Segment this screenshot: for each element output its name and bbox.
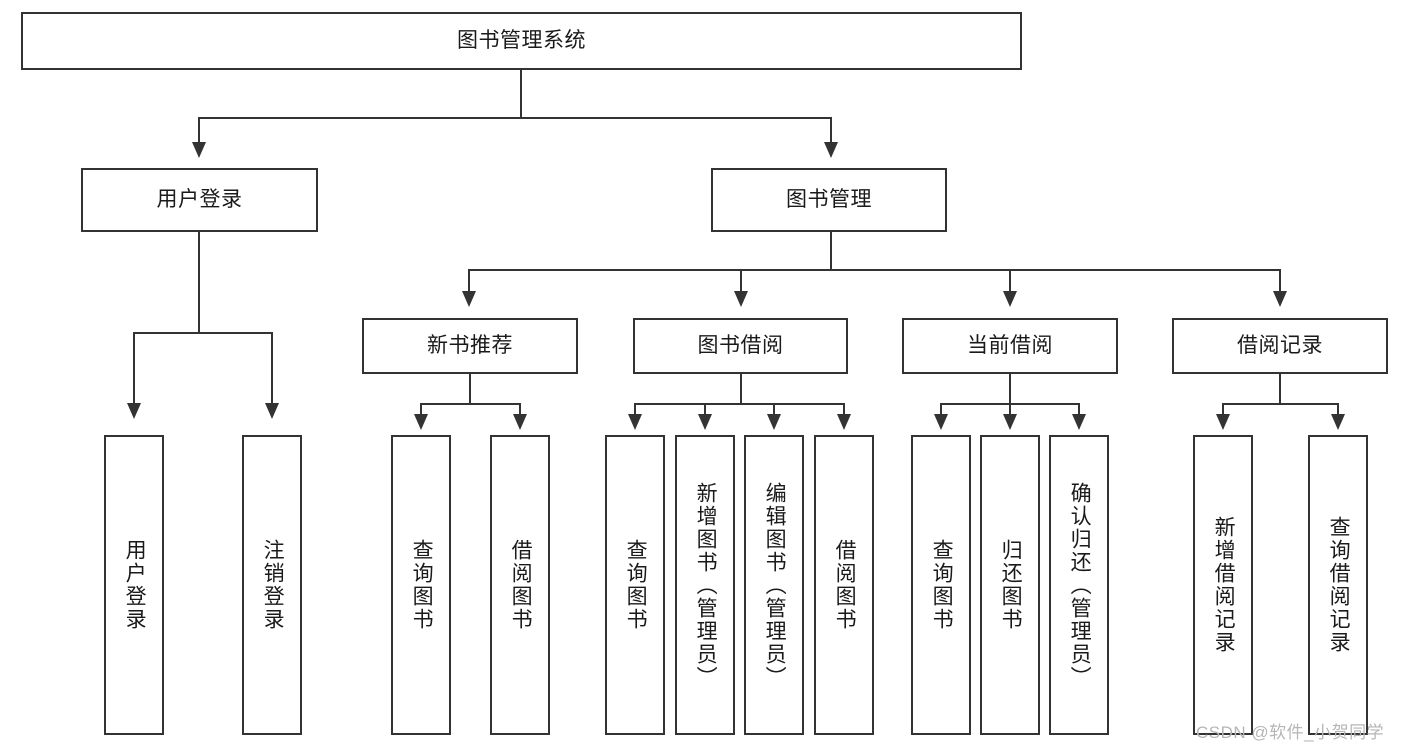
connector-br-leaf-0 (1222, 403, 1224, 416)
arrowhead-to-current-borrow (1003, 291, 1017, 307)
leaf-user-login[interactable]: 用户登录 (104, 435, 164, 735)
leaf-label: 注销登录 (261, 539, 285, 631)
connector-nbr-leaf-0 (420, 403, 422, 416)
connector-to-borrow-record (1279, 269, 1281, 293)
leaf-label: 查询图书 (930, 539, 954, 631)
leaf-label: 借阅图书 (509, 539, 533, 631)
node-root-book-management-system[interactable]: 图书管理系统 (21, 12, 1022, 70)
arrowhead-to-book-borrow (734, 291, 748, 307)
node-label: 借阅记录 (1237, 333, 1323, 357)
node-borrow-record[interactable]: 借阅记录 (1172, 318, 1388, 374)
leaf-borrow-book-nbr[interactable]: 借阅图书 (490, 435, 550, 735)
leaf-borrow-book-bb[interactable]: 借阅图书 (814, 435, 874, 735)
connector-bb-leaf-2 (773, 403, 775, 416)
leaf-query-book-bb[interactable]: 查询图书 (605, 435, 665, 735)
leaf-logout[interactable]: 注销登录 (242, 435, 302, 735)
connector-bb-leaf-0 (634, 403, 636, 416)
leaf-label: 新增借阅记录 (1212, 516, 1236, 654)
arrowhead-cb-leaf-2 (1072, 414, 1086, 430)
connector-to-book-borrow (740, 269, 742, 293)
node-label: 新书推荐 (427, 333, 513, 357)
leaf-label: 查询借阅记录 (1327, 516, 1351, 654)
node-label: 图书管理 (786, 187, 872, 211)
connector-level3-bar (468, 269, 1280, 271)
connector-borrow-record-leaf-bar (1222, 403, 1338, 405)
connector-book-management-stem (830, 232, 832, 271)
leaf-add-borrow-record[interactable]: 新增借阅记录 (1193, 435, 1253, 735)
arrowhead-bb-leaf-0 (628, 414, 642, 430)
arrowhead-to-leaf-logout (265, 403, 279, 419)
arrowhead-bb-leaf-2 (767, 414, 781, 430)
arrowhead-cb-leaf-1 (1003, 414, 1017, 430)
arrowhead-to-leaf-user-login (127, 403, 141, 419)
connector-cb-leaf-0 (940, 403, 942, 416)
leaf-label: 借阅图书 (833, 539, 857, 631)
node-label: 图书管理系统 (457, 28, 586, 52)
node-label: 用户登录 (156, 187, 243, 211)
connector-to-leaf-logout (271, 332, 273, 405)
leaf-label: 编辑图书（管理员） (763, 481, 787, 689)
connector-book-borrow-leaf-bar (634, 403, 845, 405)
connector-to-user-login (198, 117, 200, 144)
leaf-label: 归还图书 (999, 539, 1023, 631)
watermark-text: CSDN @软件_小贺同学 (1196, 723, 1385, 742)
connector-new-book-recommend-stem (469, 374, 471, 405)
connector-root-stem (520, 70, 522, 118)
arrowhead-bb-leaf-3 (837, 414, 851, 430)
arrowhead-bb-leaf-1 (698, 414, 712, 430)
connector-bb-leaf-3 (843, 403, 845, 416)
leaf-add-book-admin[interactable]: 新增图书（管理员） (675, 435, 735, 735)
arrowhead-nbr-leaf-1 (513, 414, 527, 430)
connector-level2-bar (198, 117, 832, 119)
connector-user-login-leaf-bar (133, 332, 273, 334)
arrowhead-to-book-management (824, 142, 838, 158)
arrowhead-to-new-book-recommend (462, 291, 476, 307)
connector-book-borrow-stem (740, 374, 742, 405)
connector-to-current-borrow (1009, 269, 1011, 293)
arrowhead-to-user-login (192, 142, 206, 158)
node-label: 当前借阅 (967, 333, 1053, 357)
connector-current-borrow-stem (1009, 374, 1011, 405)
connector-cb-leaf-2 (1078, 403, 1080, 416)
connector-br-leaf-1 (1337, 403, 1339, 416)
leaf-confirm-return-admin[interactable]: 确认归还（管理员） (1049, 435, 1109, 735)
arrowhead-br-leaf-0 (1216, 414, 1230, 430)
leaf-label: 确认归还（管理员） (1068, 481, 1092, 689)
arrowhead-to-borrow-record (1273, 291, 1287, 307)
connector-borrow-record-stem (1279, 374, 1281, 405)
node-user-login[interactable]: 用户登录 (81, 168, 318, 232)
connector-nbr-leaf-1 (519, 403, 521, 416)
leaf-label: 新增图书（管理员） (694, 481, 718, 689)
leaf-return-book[interactable]: 归还图书 (980, 435, 1040, 735)
leaf-label: 用户登录 (123, 539, 147, 631)
node-book-borrow[interactable]: 图书借阅 (633, 318, 848, 374)
connector-to-new-book-recommend (468, 269, 470, 293)
node-label: 图书借阅 (697, 333, 784, 357)
leaf-label: 查询图书 (624, 539, 648, 631)
connector-to-leaf-user-login (133, 332, 135, 405)
leaf-edit-book-admin[interactable]: 编辑图书（管理员） (744, 435, 804, 735)
connector-new-book-recommend-leaf-bar (420, 403, 520, 405)
node-book-management[interactable]: 图书管理 (711, 168, 947, 232)
connector-bb-leaf-1 (704, 403, 706, 416)
connector-user-login-stem (198, 232, 200, 333)
connector-cb-leaf-1 (1009, 403, 1011, 416)
node-current-borrow[interactable]: 当前借阅 (902, 318, 1118, 374)
arrowhead-cb-leaf-0 (934, 414, 948, 430)
leaf-query-book-nbr[interactable]: 查询图书 (391, 435, 451, 735)
arrowhead-br-leaf-1 (1331, 414, 1345, 430)
node-new-book-recommend[interactable]: 新书推荐 (362, 318, 578, 374)
leaf-query-borrow-record[interactable]: 查询借阅记录 (1308, 435, 1368, 735)
arrowhead-nbr-leaf-0 (414, 414, 428, 430)
leaf-query-book-cb[interactable]: 查询图书 (911, 435, 971, 735)
connector-to-book-management (830, 117, 832, 144)
leaf-label: 查询图书 (410, 539, 434, 631)
